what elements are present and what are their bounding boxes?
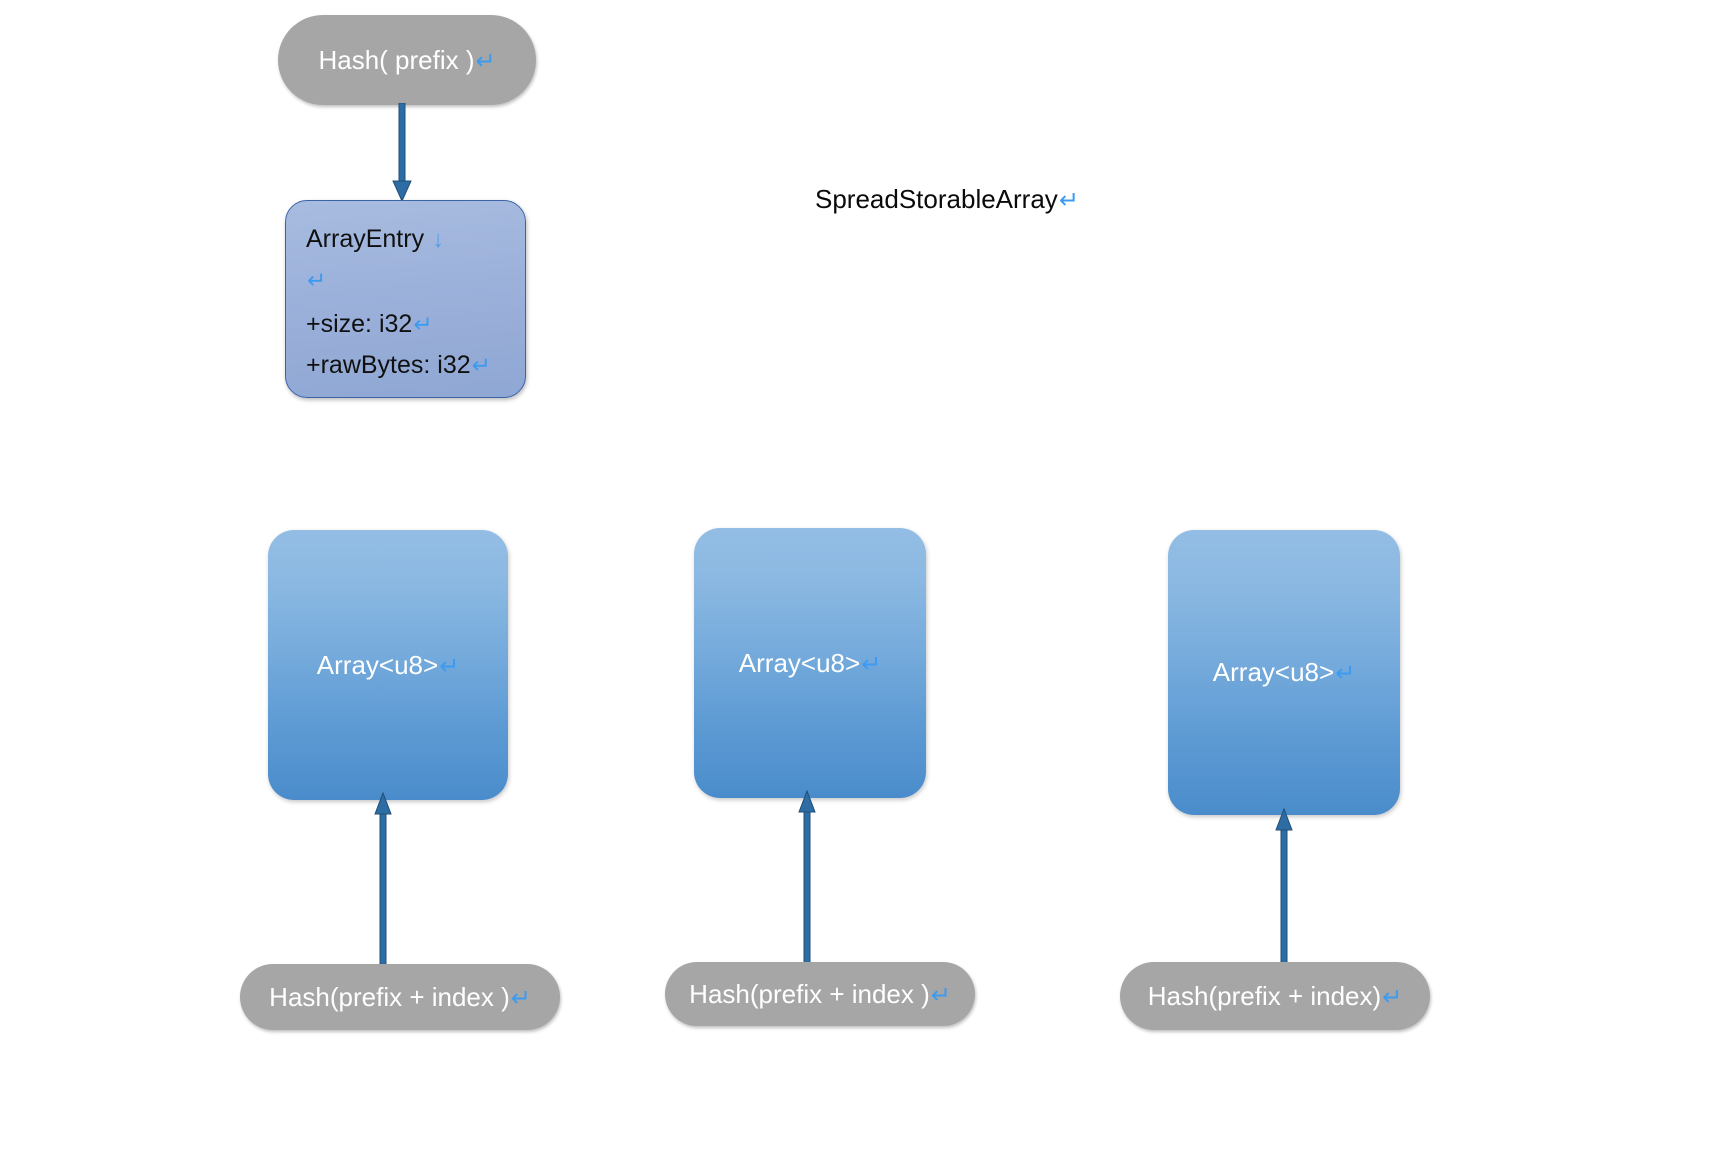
array-entry-field-rawbytes-text: +rawBytes: i32 xyxy=(306,351,471,379)
pilcrow-icon: ↵ xyxy=(1058,187,1079,214)
node-hash-index-1[interactable]: Hash(prefix + index )↵ xyxy=(665,962,975,1026)
arrow-up-icon xyxy=(374,792,392,970)
node-hash-index-2-text: Hash(prefix + index) xyxy=(1147,980,1382,1011)
node-hash-index-0-label: Hash(prefix + index )↵ xyxy=(269,981,531,1014)
array-entry-field-rawbytes: +rawBytes: i32↵ xyxy=(306,351,525,392)
node-array-u8-2-text: Array<u8> xyxy=(1212,657,1335,688)
node-array-u8-1-text: Array<u8> xyxy=(738,647,861,678)
arrow-up-icon xyxy=(798,790,816,968)
node-hash-index-1-label: Hash(prefix + index )↵ xyxy=(689,978,951,1011)
node-array-u8-0-label: Array<u8>↵ xyxy=(317,649,459,682)
pilcrow-icon: ↵ xyxy=(307,267,327,293)
arrow-up-icon xyxy=(1275,808,1293,968)
node-array-entry[interactable]: ArrayEntry↓ ↵ +size: i32↵ +rawBytes: i32… xyxy=(285,200,526,398)
node-hash-prefix[interactable]: Hash( prefix )↵ xyxy=(278,15,536,105)
node-hash-index-1-text: Hash(prefix + index ) xyxy=(689,978,930,1009)
node-hash-index-2-label: Hash(prefix + index)↵ xyxy=(1148,980,1402,1013)
node-hash-prefix-text: Hash( prefix ) xyxy=(318,44,475,75)
array-entry-field-size-text: +size: i32 xyxy=(306,310,413,338)
array-entry-title: ArrayEntry ↓ xyxy=(306,225,525,266)
connector-hash-prefix-to-array-entry xyxy=(390,103,414,203)
pilcrow-icon: ↵ xyxy=(471,352,491,378)
pilcrow-icon: ↵ xyxy=(413,311,433,337)
array-entry-blank-line: ↵ xyxy=(306,266,525,310)
diagram-title: SpreadStorableArray↵ xyxy=(815,184,1079,215)
connector-hash-index-0-to-array-0 xyxy=(371,792,395,970)
node-array-u8-0[interactable]: Array<u8>↵ xyxy=(268,530,508,800)
node-hash-prefix-label: Hash( prefix )↵ xyxy=(318,44,495,77)
pilcrow-icon: ↵ xyxy=(930,981,951,1009)
node-array-u8-0-text: Array<u8> xyxy=(316,649,439,680)
node-array-u8-2-label: Array<u8>↵ xyxy=(1213,656,1355,689)
diagram-title-text: SpreadStorableArray xyxy=(815,184,1058,214)
array-entry-title-text: ArrayEntry xyxy=(306,225,425,253)
arrow-down-marker-icon: ↓ xyxy=(432,226,444,253)
node-hash-index-0[interactable]: Hash(prefix + index )↵ xyxy=(240,964,560,1030)
pilcrow-icon: ↵ xyxy=(510,984,531,1012)
pilcrow-icon: ↵ xyxy=(475,47,496,75)
pilcrow-icon: ↵ xyxy=(1382,983,1403,1011)
pilcrow-icon: ↵ xyxy=(439,652,460,680)
connector-hash-index-2-to-array-2 xyxy=(1272,808,1296,968)
node-hash-index-2[interactable]: Hash(prefix + index)↵ xyxy=(1120,962,1430,1030)
node-hash-index-0-text: Hash(prefix + index ) xyxy=(269,981,510,1012)
arrow-down-icon xyxy=(392,103,412,203)
node-array-u8-2[interactable]: Array<u8>↵ xyxy=(1168,530,1400,815)
node-array-u8-1-label: Array<u8>↵ xyxy=(739,647,881,680)
pilcrow-icon: ↵ xyxy=(1335,660,1356,688)
node-array-u8-1[interactable]: Array<u8>↵ xyxy=(694,528,926,798)
connector-hash-index-1-to-array-1 xyxy=(795,790,819,968)
array-entry-field-size: +size: i32↵ xyxy=(306,310,525,351)
pilcrow-icon: ↵ xyxy=(861,650,882,678)
